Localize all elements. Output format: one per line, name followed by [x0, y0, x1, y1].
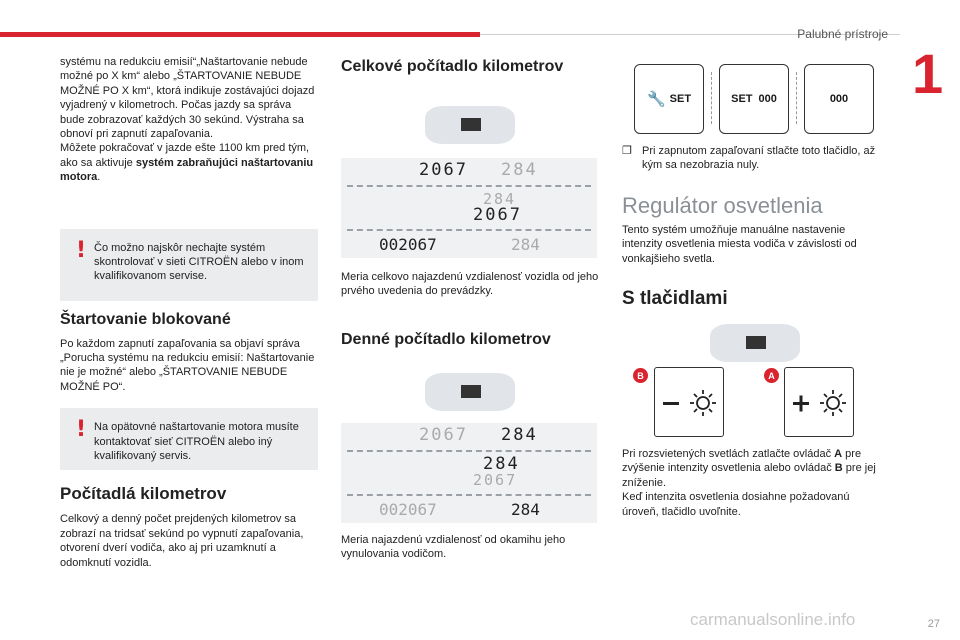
- key-label: SET: [669, 93, 692, 105]
- chapter-number: 1: [912, 42, 944, 105]
- warning-icon: !: [76, 237, 87, 263]
- reset-key-set[interactable]: 🔧 SET: [634, 64, 704, 134]
- daily-counter-display: 2067 284 284 2067 002067 284: [341, 422, 597, 523]
- total-value: 2067: [419, 160, 468, 180]
- text: pre jej zníženie.: [622, 462, 876, 489]
- intro-paragraph: systému na redukciu emisií“„Naštartovani…: [60, 56, 315, 141]
- blocked-paragraph: Po každom zapnutí zapaľovania sa objaví …: [60, 337, 315, 393]
- bullet-icon: ❐: [622, 145, 632, 157]
- dim-button-b[interactable]: [654, 367, 724, 437]
- intro-paragraph-2: Môžete pokračovať v jazde ešte 1100 km p…: [60, 141, 318, 184]
- reset-key-set-zero[interactable]: SET 000: [719, 64, 789, 134]
- key-label: 000: [758, 93, 777, 105]
- page-number: 27: [927, 618, 940, 630]
- instrument-cluster-icon: [710, 324, 800, 362]
- daily-caption: Meria najazdenú vzdialenosť od okamihu j…: [341, 533, 566, 561]
- intro-text: Môžete pokračovať v jazde ešte 1100 km p…: [60, 142, 310, 169]
- buttons-description: Pri rozsvietených svetlách zatlačte ovlá…: [622, 447, 884, 519]
- total-counter-display: 2067 284 284 2067 002067 284: [341, 158, 597, 258]
- reset-bullet: ❐ Pri zapnutom zapaľovaní stlačte toto t…: [622, 144, 884, 173]
- trip-value: 284: [501, 424, 538, 445]
- text: pre zvýšenie intenzity osvetlenia alebo …: [622, 448, 862, 475]
- brightness-down-icon: [663, 390, 716, 416]
- text-bold: A: [834, 448, 843, 460]
- counters-paragraph: Celkový a denný počet prejdených kilomet…: [60, 513, 304, 569]
- badge-a: A: [764, 368, 779, 383]
- heading-regulator: Regulátor osvetlenia: [622, 192, 823, 218]
- trip-value: 284: [501, 160, 538, 180]
- heading-total-counter: Celkové počítadlo kilometrov: [341, 58, 564, 75]
- alert-box-service: ! Čo možno najskôr nechajte systém skont…: [60, 228, 318, 301]
- text: Keď intenzita osvetlenia dosiahne požado…: [622, 491, 850, 518]
- total-caption: Meria celkovo najazdenú vzdialenosť vozi…: [341, 271, 599, 298]
- total-value: 2067: [419, 424, 468, 445]
- header-accent-bar: [0, 32, 480, 37]
- heading-daily-counter: Denné počítadlo kilometrov: [341, 330, 551, 348]
- total-value: 2067: [473, 205, 522, 225]
- total-value: 002067: [379, 499, 437, 519]
- badge-b: B: [633, 368, 648, 383]
- wrench-icon: 🔧: [646, 90, 666, 108]
- heading-counters: Počítadlá kilometrov: [60, 484, 227, 504]
- trip-value: 284: [511, 499, 540, 519]
- header-rule: [480, 34, 900, 35]
- intro-bold: systém zabraňujúci naštartovaniu motora: [60, 156, 314, 184]
- heading-buttons: S tlačidlami: [622, 288, 728, 310]
- trip-value: 284: [483, 453, 520, 474]
- reset-key-zero[interactable]: 000: [804, 64, 874, 134]
- trip-value: 284: [483, 190, 517, 208]
- text-bold: B: [834, 462, 843, 475]
- column-middle: Celkové počítadlo kilometrov 2067 284 28…: [341, 58, 599, 562]
- trip-value: 284: [511, 235, 540, 254]
- total-value: 2067: [473, 470, 518, 489]
- instrument-cluster-icon: [425, 372, 515, 411]
- intro-end: .: [97, 171, 101, 184]
- total-value: 002067: [379, 235, 437, 254]
- key-label: SET: [731, 93, 753, 105]
- key-label: 000: [829, 93, 849, 105]
- alert-text: Čo možno najskôr nechajte systém skontro…: [94, 241, 304, 283]
- alert-box-restart: ! Na opätovné naštartovanie motora musít…: [60, 408, 318, 471]
- buttons-paragraph: Pri rozsvietených svetlách zatlačte ovlá…: [622, 447, 884, 519]
- warning-icon: !: [76, 417, 87, 443]
- column-left: systému na redukciu emisií“„Naštartovani…: [60, 55, 318, 570]
- instrument-cluster-icon: [425, 106, 515, 144]
- heading-blocked: Štartovanie blokované: [60, 310, 231, 328]
- watermark: carmanualsonline.info: [690, 610, 856, 629]
- text: Pri rozsvietených svetlách zatlačte ovlá…: [622, 448, 835, 460]
- brighten-button-a[interactable]: [784, 367, 854, 437]
- brightness-up-icon: [793, 390, 846, 416]
- alert-text: Na opätovné naštartovanie motora musíte …: [94, 421, 299, 463]
- section-title: Palubné prístroje: [797, 27, 888, 41]
- column-right: ❐ Pri zapnutom zapaľovaní stlačte toto t…: [622, 144, 884, 310]
- regulator-paragraph: Tento systém umožňuje manuálne nastaveni…: [622, 223, 857, 265]
- reset-bullet-text: Pri zapnutom zapaľovaní stlačte toto tla…: [642, 145, 876, 172]
